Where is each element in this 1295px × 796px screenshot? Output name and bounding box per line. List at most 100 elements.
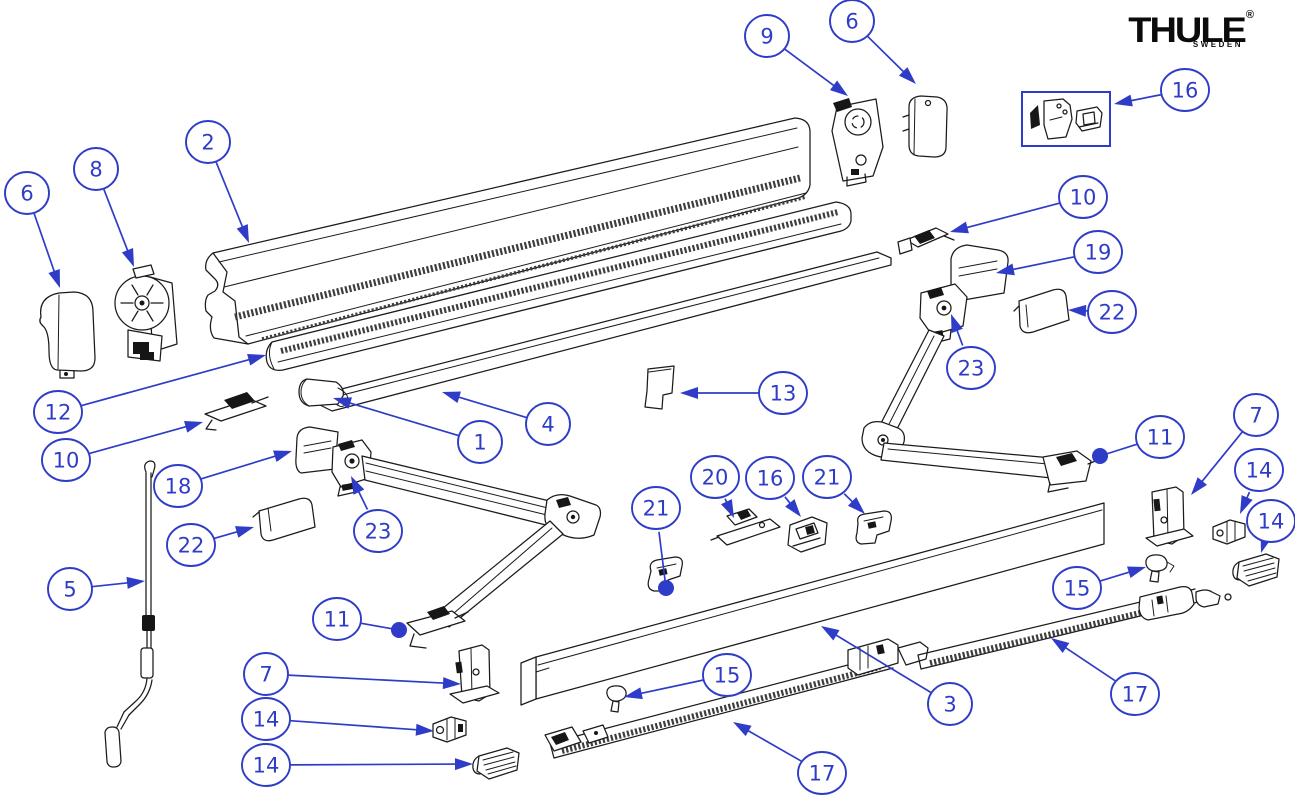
callout-circle[interactable]	[525, 402, 571, 446]
inset-box-part16	[1021, 91, 1111, 147]
callout-11-23[interactable]: 11	[1092, 415, 1185, 464]
callout-circle[interactable]	[631, 486, 681, 530]
callout-circle[interactable]	[185, 120, 231, 164]
callout-circle[interactable]	[1233, 393, 1279, 437]
callout-11-32[interactable]: 11	[312, 597, 407, 641]
callout-circle[interactable]	[47, 567, 93, 611]
callout-circle[interactable]	[312, 597, 362, 641]
callout-circle[interactable]	[1087, 290, 1137, 334]
callout-circle[interactable]	[73, 147, 119, 191]
callout-circle[interactable]	[1073, 230, 1123, 274]
callout-circle[interactable]	[690, 455, 740, 499]
arrowhead-icon	[1240, 495, 1253, 514]
roller-tube-part12-drawing	[265, 201, 852, 371]
callout-18-8[interactable]: 18	[153, 450, 292, 508]
callout-6-1[interactable]: 6	[829, 0, 916, 84]
callout-15-30[interactable]: 15	[624, 653, 752, 700]
callout-circle[interactable]	[946, 346, 996, 390]
callout-circle[interactable]	[745, 456, 795, 500]
leader-line	[88, 424, 191, 455]
leader-dot-icon	[391, 622, 407, 638]
arrowhead-icon	[847, 497, 865, 514]
callout-circle[interactable]	[1234, 448, 1284, 492]
callout-10-7[interactable]: 10	[41, 421, 203, 482]
callout-circle[interactable]	[241, 697, 291, 741]
callout-circle[interactable]	[758, 371, 808, 415]
callout-4-13[interactable]: 4	[442, 391, 571, 446]
callout-7-24[interactable]: 7	[1191, 393, 1279, 495]
callout-5-10[interactable]: 5	[47, 567, 145, 611]
callout-number: 15	[1064, 577, 1091, 601]
callout-14-25[interactable]: 14	[1234, 448, 1284, 514]
callout-circle[interactable]	[1246, 499, 1295, 543]
callout-number: 1	[473, 431, 486, 455]
callout-10-19[interactable]: 10	[950, 175, 1108, 234]
callout-14-34[interactable]: 14	[241, 697, 434, 741]
callout-19-20[interactable]: 19	[996, 230, 1123, 276]
callout-number: 21	[643, 497, 670, 521]
arrowhead-icon	[829, 80, 848, 96]
callout-circle[interactable]	[41, 438, 91, 482]
callout-2-3[interactable]: 2	[185, 120, 249, 243]
leader-line	[80, 357, 254, 407]
clamp-part16-mid-drawing	[787, 516, 828, 553]
callout-circle[interactable]	[702, 653, 752, 697]
callout-7-33[interactable]: 7	[243, 652, 461, 696]
callout-number: 5	[63, 578, 76, 602]
callout-8-4[interactable]: 8	[73, 147, 134, 267]
callout-3-29[interactable]: 3	[821, 626, 973, 726]
callout-6-5[interactable]: 6	[4, 171, 60, 288]
callout-13-14[interactable]: 13	[680, 371, 808, 415]
connector-part14-right-drawing	[1212, 519, 1246, 545]
callout-20-15[interactable]: 20	[690, 455, 740, 518]
callout-circle[interactable]	[927, 682, 973, 726]
callout-16-2[interactable]: 16	[1114, 68, 1210, 112]
callout-17-28[interactable]: 17	[1051, 638, 1160, 716]
callout-circle[interactable]	[166, 523, 216, 567]
callout-circle[interactable]	[802, 455, 852, 499]
gear-bracket-part9-drawing	[831, 98, 884, 187]
callout-22-9[interactable]: 22	[166, 523, 254, 567]
callout-21-17[interactable]: 21	[802, 455, 865, 514]
callout-15-27[interactable]: 15	[1052, 566, 1146, 610]
callout-1-12[interactable]: 1	[333, 397, 503, 464]
callout-number: 17	[1122, 683, 1149, 707]
callout-9-0[interactable]: 9	[744, 14, 848, 96]
callout-circle[interactable]	[241, 743, 291, 787]
callout-circle[interactable]	[744, 14, 790, 58]
callout-number: 8	[89, 158, 102, 182]
callout-14-26[interactable]: 14	[1246, 499, 1295, 553]
callout-circle[interactable]	[243, 652, 289, 696]
callout-23-22[interactable]: 23	[946, 314, 996, 390]
arrowhead-icon	[126, 576, 145, 589]
callout-circle[interactable]	[1135, 415, 1185, 459]
callout-number: 7	[1249, 404, 1262, 428]
callout-17-31[interactable]: 17	[733, 722, 847, 795]
callout-number: 18	[165, 475, 192, 499]
callout-circle[interactable]	[829, 0, 875, 43]
callout-circle[interactable]	[1110, 672, 1160, 716]
callout-circle[interactable]	[353, 509, 403, 553]
callout-22-21[interactable]: 22	[1068, 290, 1137, 334]
leader-line	[289, 719, 422, 731]
callout-circle[interactable]	[4, 171, 50, 215]
callout-12-6[interactable]: 12	[33, 353, 266, 434]
arrowhead-icon	[996, 263, 1015, 276]
callout-circle[interactable]	[33, 390, 83, 434]
callout-21-18[interactable]: 21	[631, 486, 681, 596]
callout-14-35[interactable]: 14	[241, 743, 473, 787]
callout-circle[interactable]	[1052, 566, 1102, 610]
leader-line	[200, 454, 280, 480]
callout-number: 14	[253, 754, 280, 778]
callout-circle[interactable]	[797, 751, 847, 795]
callout-16-16[interactable]: 16	[745, 456, 801, 517]
callout-number: 21	[814, 466, 841, 490]
callout-circle[interactable]	[1160, 68, 1210, 112]
callout-circle[interactable]	[1058, 175, 1108, 219]
callout-circle[interactable]	[457, 420, 503, 464]
callout-number: 12	[45, 401, 72, 425]
callout-23-11[interactable]: 23	[351, 476, 403, 553]
callout-circle[interactable]	[153, 464, 203, 508]
arrowhead-icon	[950, 221, 969, 234]
